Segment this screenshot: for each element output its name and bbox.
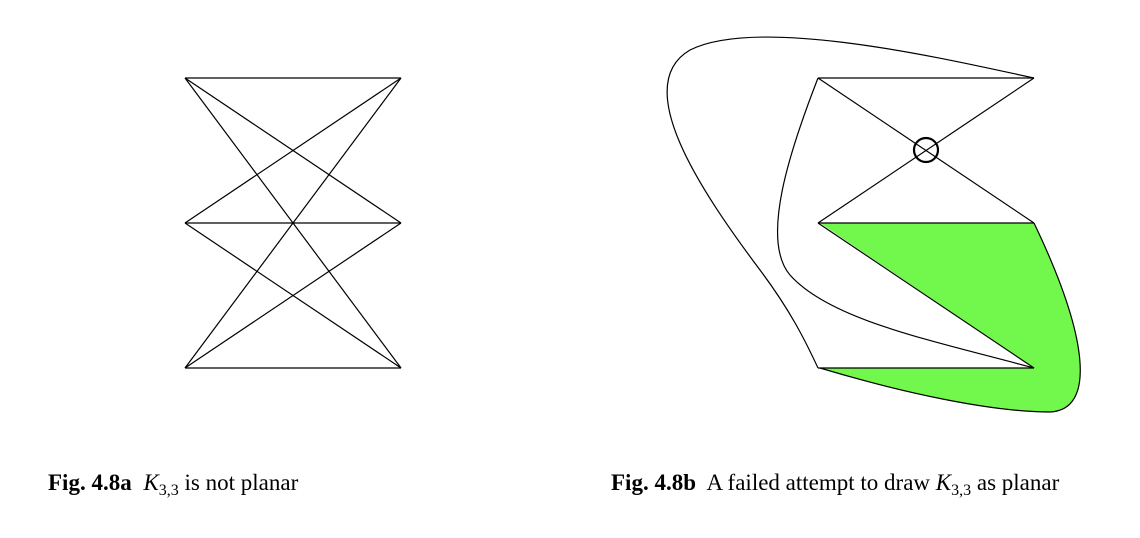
caption-figure-a: Fig. 4.8a K3,3 is not planar	[48, 468, 468, 499]
figure-b-caption-text-before: A failed attempt to draw	[706, 470, 931, 495]
figure-b-math-subscript: 3,3	[951, 482, 972, 499]
curve-b-mr-bl	[819, 222, 1081, 413]
curve-b-tl-br	[777, 77, 1035, 369]
crossing-marker-icon	[912, 136, 940, 164]
figure-a-label: Fig. 4.8a	[48, 470, 132, 495]
caption-figure-b: Fig. 4.8b A failed attempt to draw K3,3 …	[611, 468, 1099, 499]
figure-b-label: Fig. 4.8b	[611, 470, 696, 495]
figure-b-caption-text-after: as planar	[976, 470, 1060, 495]
figure-a-math-subscript: 3,3	[158, 482, 179, 499]
figure-b-math-letter: K	[935, 470, 952, 495]
edge-b-tr-ml	[817, 77, 1035, 224]
figure-a-math-letter: K	[143, 470, 159, 495]
k33-graph-b	[666, 36, 1081, 413]
edge-b-ml-br	[817, 222, 1035, 369]
figure-a-caption-text: is not planar	[184, 470, 299, 495]
curve-b-tr-bl	[666, 36, 1035, 369]
shaded-region	[820, 223, 1081, 412]
edge-a-mr-bl	[184, 222, 402, 369]
edge-a-tr-ml	[184, 77, 402, 224]
k33-graph-a	[184, 77, 402, 369]
